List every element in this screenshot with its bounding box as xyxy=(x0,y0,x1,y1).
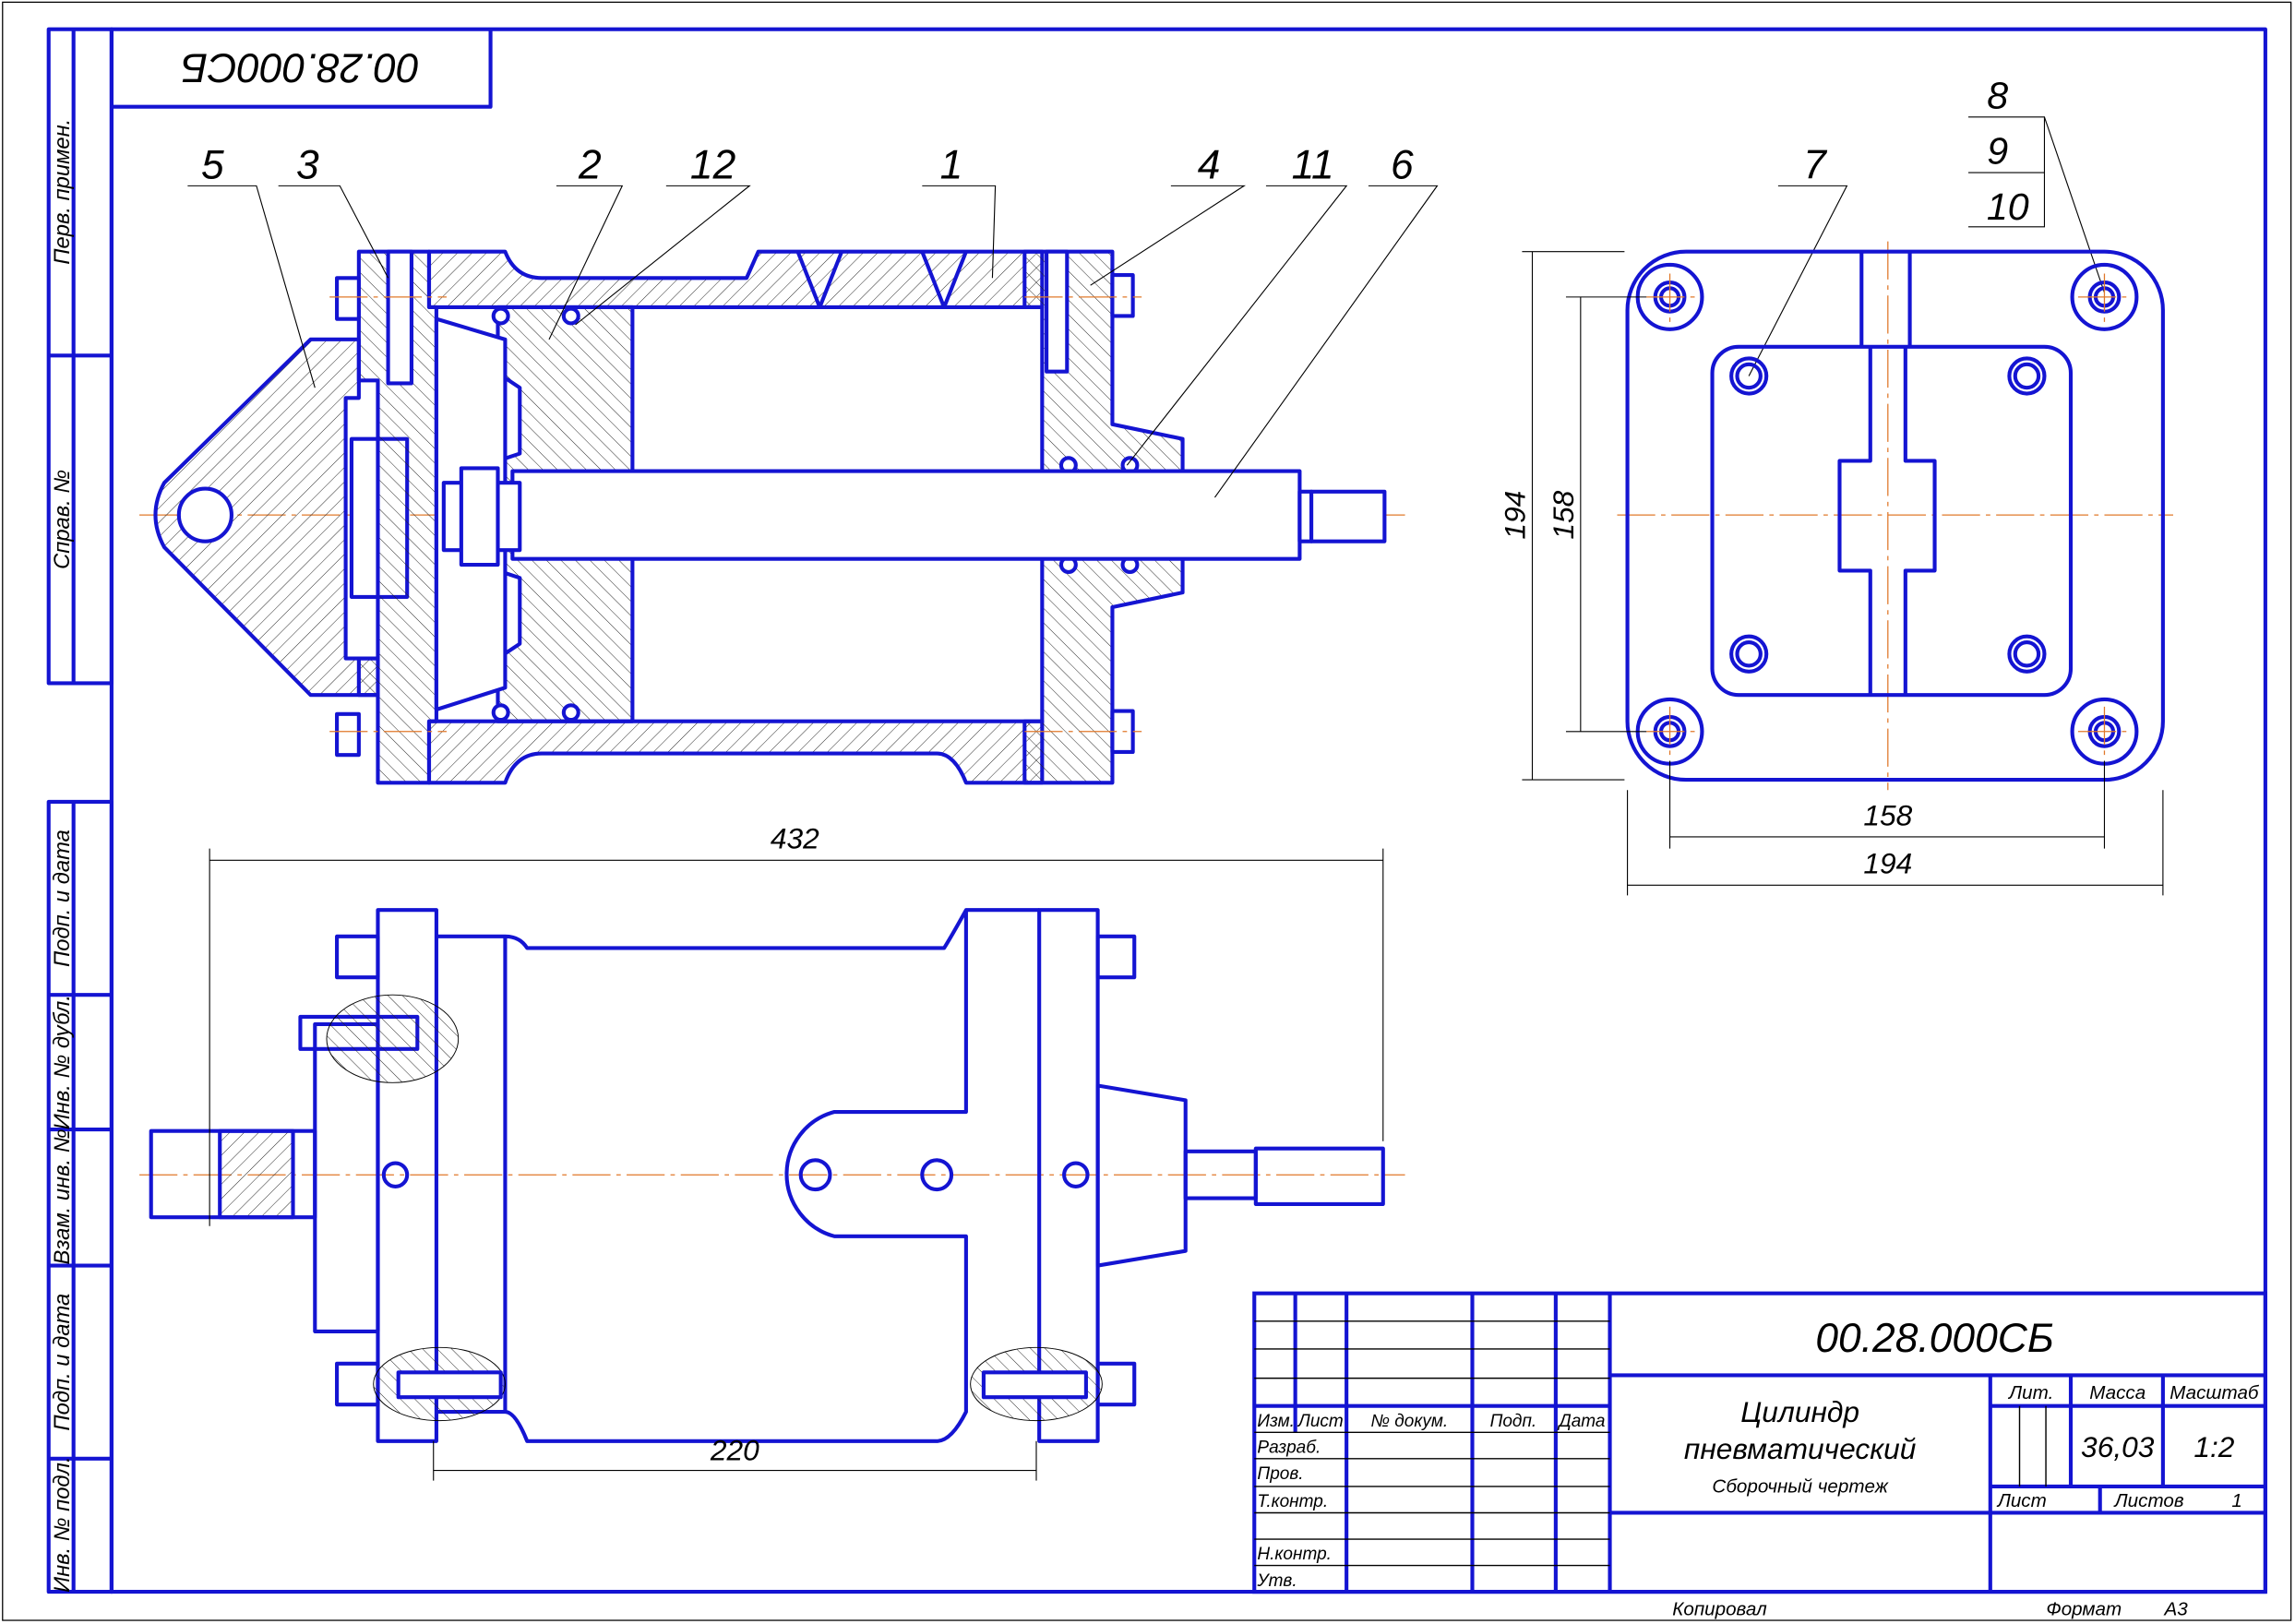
callout-3: 3 xyxy=(296,142,319,187)
callout-11: 11 xyxy=(1292,142,1334,187)
end-view: 194 158 158 194 xyxy=(1499,241,2173,896)
side-label: Справ. № xyxy=(50,470,75,569)
side-label: Взам. инв. № xyxy=(50,1129,75,1265)
col-date: Дата xyxy=(1557,1412,1605,1431)
col-izm: Изм. xyxy=(1257,1412,1295,1431)
title-designation: 00.28.000СБ xyxy=(1815,1316,2053,1361)
mass-value: 36,03 xyxy=(2081,1430,2155,1463)
scale-value: 1:2 xyxy=(2193,1430,2234,1463)
footer-format-label: Формат xyxy=(2046,1598,2122,1619)
bolt-head xyxy=(1110,273,1135,318)
plan-rod-thread xyxy=(1253,1146,1385,1206)
callout-5: 5 xyxy=(201,142,224,187)
sheet-label: Лист xyxy=(1996,1490,2047,1511)
title-doc-type: Сборочный чертеж xyxy=(1712,1475,1888,1497)
dim-width-outer: 194 xyxy=(1863,847,1912,880)
bracket-hole xyxy=(176,486,233,543)
plan-left-flange xyxy=(376,908,438,1443)
callout-4: 4 xyxy=(1198,142,1221,187)
callout-9: 9 xyxy=(1987,130,2008,173)
footer-copied: Копировал xyxy=(1672,1598,1767,1619)
callout-10: 10 xyxy=(1987,185,2029,228)
side-label: Инв. № подл. xyxy=(50,1456,75,1592)
piston-rod-part-6 xyxy=(510,469,1302,561)
callout-7: 7 xyxy=(1803,142,1828,187)
callout-2: 2 xyxy=(578,142,602,187)
sheets-value: 1 xyxy=(2231,1490,2241,1511)
plan-body xyxy=(436,908,1040,1443)
rod-thread xyxy=(1309,489,1387,543)
side-strip: Перв. примен. Справ. № Подп. и дата Инв.… xyxy=(46,27,114,1594)
title-block: 00.28.000СБ Цилиндр пневматический Сборо… xyxy=(1252,1291,2267,1594)
dim-height-bolts: 158 xyxy=(1547,490,1580,539)
row-utv: Утв. xyxy=(1256,1571,1297,1591)
bolt-head xyxy=(335,276,361,321)
callouts: 5 3 2 12 1 4 11 6 7 8 9 10 xyxy=(187,74,2105,498)
scale-label: Масштаб xyxy=(2169,1382,2260,1403)
callout-12: 12 xyxy=(690,142,736,187)
sheets-label: Листов xyxy=(2113,1490,2184,1511)
lit-label: Лит. xyxy=(2007,1382,2053,1403)
side-label: Подп. и дата xyxy=(50,1294,75,1431)
dim-flange-spacing: 220 xyxy=(710,1433,759,1466)
col-sign: Подп. xyxy=(1490,1412,1537,1431)
row-tkontr: Т.контр. xyxy=(1257,1492,1328,1511)
callout-6: 6 xyxy=(1391,142,1414,187)
mirrored-code: 00.28.000СБ xyxy=(181,45,419,90)
dim-width-bolts: 158 xyxy=(1863,798,1912,831)
row-razrab: Разраб. xyxy=(1257,1438,1321,1457)
bracket-part-5 xyxy=(153,337,380,698)
mirrored-code-box: 00.28.000СБ xyxy=(111,29,493,109)
plan-view: 432 220 xyxy=(139,822,1405,1481)
col-doc: № докум. xyxy=(1370,1412,1448,1431)
dim-height-outer: 194 xyxy=(1499,491,1532,540)
mass-label: Масса xyxy=(2089,1382,2146,1403)
dim-overall-length: 432 xyxy=(771,822,819,855)
side-label: Инв. № дубл. xyxy=(50,995,75,1129)
callout-1: 1 xyxy=(940,142,963,187)
row-nkontr: Н.контр. xyxy=(1257,1545,1332,1564)
side-label: Подп. и дата xyxy=(50,830,75,967)
section-view xyxy=(139,249,1405,785)
footer-format-value: А3 xyxy=(2163,1598,2189,1619)
cylinder-body-top xyxy=(426,249,1045,310)
title-name-line1: Цилиндр xyxy=(1740,1395,1859,1428)
inner-nuts xyxy=(1729,356,2047,674)
bolt-head xyxy=(335,711,361,758)
callout-8: 8 xyxy=(1987,74,2008,116)
row-prov: Пров. xyxy=(1257,1464,1303,1484)
cylinder-body-bottom xyxy=(426,719,1045,785)
plan-dimensions: 432 220 xyxy=(209,822,1384,1481)
end-view-dimensions: 194 158 158 194 xyxy=(1499,251,2164,896)
col-list: Лист xyxy=(1297,1412,1344,1431)
title-name-line2: пневматический xyxy=(1684,1432,1917,1465)
side-label: Перв. примен. xyxy=(50,119,75,265)
